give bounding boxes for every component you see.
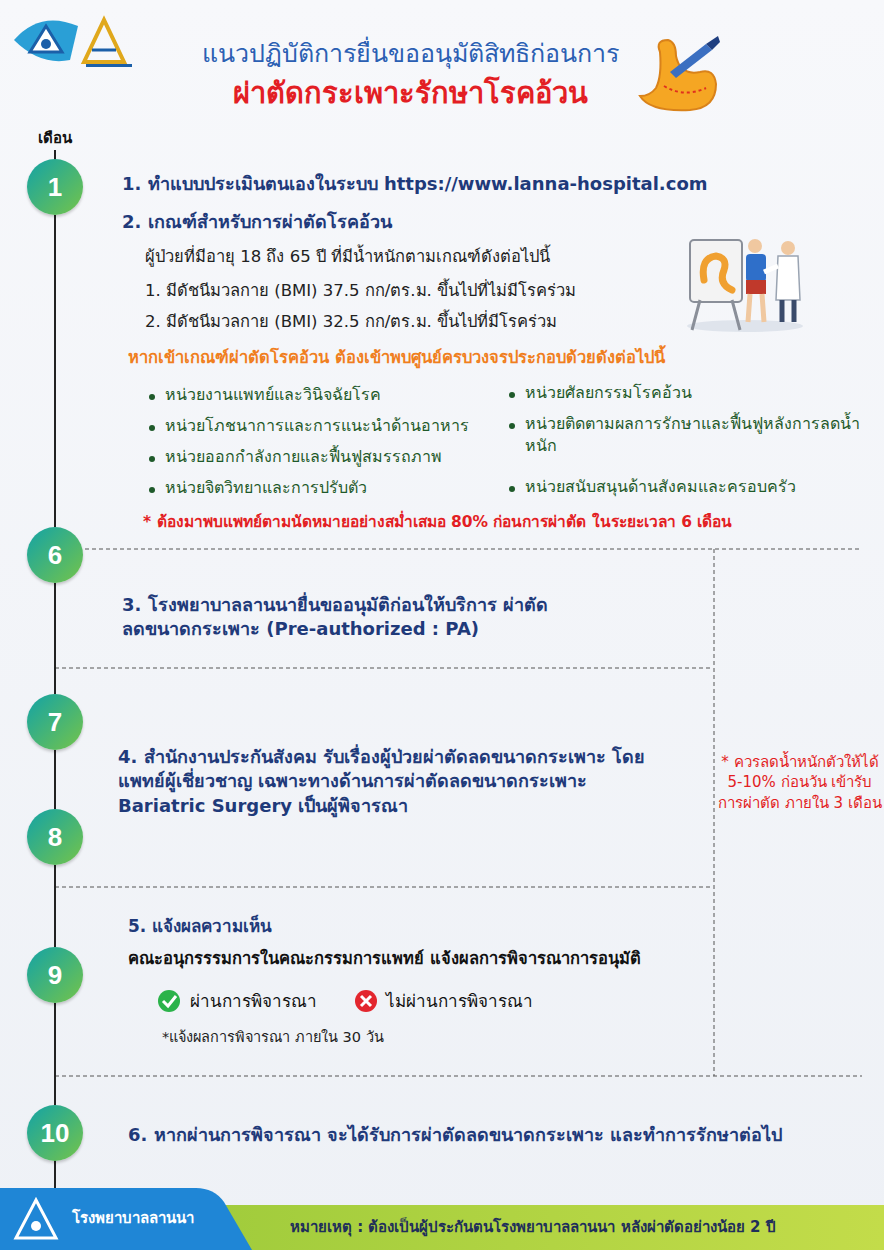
month-circle: 8 [27, 809, 83, 865]
fail-icon [355, 990, 377, 1012]
note-band: หมายเหตุ : ต้องเป็นผู้ประกันตนโรงพยาบาลล… [180, 1205, 884, 1250]
title: แนวปฏิบัติการยื่นขออนุมัติสิทธิก่อนการ ผ… [150, 36, 670, 114]
note-text: *แจ้งผลการพิจารณา ภายใน 30 วัน [162, 1028, 384, 1048]
hospital-name: โรงพยาบาลลานนา [72, 1208, 194, 1228]
separators [55, 549, 862, 1076]
month-number: 7 [48, 707, 62, 738]
side-note: * ควรลดน้ำหนักตัวให้ได้ 5-10% ก่อนวัน เข… [718, 752, 882, 813]
month-number: 1 [48, 172, 62, 203]
logo [14, 20, 132, 67]
step-text: 5. แจ้งผลความเห็น [128, 915, 272, 938]
step-text: 2. เกณฑ์สำหรับการผ่าตัดโรคอ้วน [122, 210, 392, 234]
month-number: 10 [41, 1118, 70, 1149]
unit-item: หน่วยจิตวิทยาและการปรับตัว [165, 477, 505, 499]
unit-item: หน่วยออกกำลังกายและฟื้นฟูสมรรถภาพ [165, 446, 505, 468]
result-text: ไม่ผ่านการพิจารณา [386, 990, 533, 1013]
timeline-connector [54, 583, 56, 694]
timeline-connector [54, 750, 56, 809]
month-circle: 10 [27, 1105, 83, 1161]
timeline-connector [54, 215, 56, 527]
doctor-illustration [687, 239, 803, 332]
note-text: * ต้องมาพบแพทย์ตามนัดหมายอย่างสม่ำเสมอ 8… [143, 512, 732, 533]
unit-item: หน่วยงานแพทย์และวินิจฉัยโรค [165, 384, 505, 406]
timeline-connector [54, 865, 56, 947]
result-text: ผ่านการพิจารณา [190, 990, 317, 1013]
step-text: 3. โรงพยาบาลลานนายื่นขออนุมัติก่อนให้บริ… [122, 593, 562, 642]
unit-item: หน่วยโภชนาการและการแนะนำด้านอาหาร [165, 415, 505, 437]
unit-item: หน่วยติดตามผลการรักษาและฟื้นฟูหลังการลดน… [525, 413, 870, 456]
month-heading: เดือน [38, 128, 72, 148]
stomach-icon [640, 36, 720, 110]
criteria-text: ผู้ป่วยที่มีอายุ 18 ถึง 65 ปี ที่มีน้ำหน… [145, 246, 550, 268]
step-text: 6. หากผ่านการพิจารณา จะได้รับการผ่าตัดลด… [128, 1123, 782, 1147]
month-number: 9 [48, 960, 62, 991]
month-number: 6 [48, 540, 62, 571]
footer-note: หมายเหตุ : ต้องเป็นผู้ประกันตนโรงพยาบาลล… [290, 1217, 880, 1237]
month-circle: 1 [27, 159, 83, 215]
center-heading: หากเข้าเกณฑ์ผ่าตัดโรคอ้วน ต้องเข้าพบศูนย… [128, 347, 665, 369]
unit-item: หน่วยศัลยกรรมโรคอ้วน [525, 382, 865, 404]
month-circle: 7 [27, 694, 83, 750]
step-text: 4. สำนักงานประกันสังคม รับเรื่องผู้ป่วยผ… [118, 745, 678, 818]
criteria-text: 1. มีดัชนีมวลกาย (BMI) 37.5 กก/ตร.ม. ขึ้… [145, 280, 576, 302]
month-circle: 9 [27, 947, 83, 1003]
month-number: 8 [48, 822, 62, 853]
month-circle: 6 [27, 527, 83, 583]
hospital-band: โรงพยาบาลลานนา [0, 1188, 252, 1250]
pass-icon [158, 990, 180, 1012]
step-text: 1. ทำแบบประเมินตนเองในระบบ https://www.l… [122, 172, 708, 196]
unit-item: หน่วยสนับสนุนด้านสังคมและครอบครัว [525, 476, 870, 498]
step-body: คณะอนุกรรรมการในคณะกรรมการแพทย์ แจ้งผลกา… [128, 948, 641, 970]
timeline-connector [54, 1003, 56, 1105]
criteria-text: 2. มีดัชนีมวลกาย (BMI) 32.5 กก/ตร.ม. ขึ้… [145, 311, 557, 333]
